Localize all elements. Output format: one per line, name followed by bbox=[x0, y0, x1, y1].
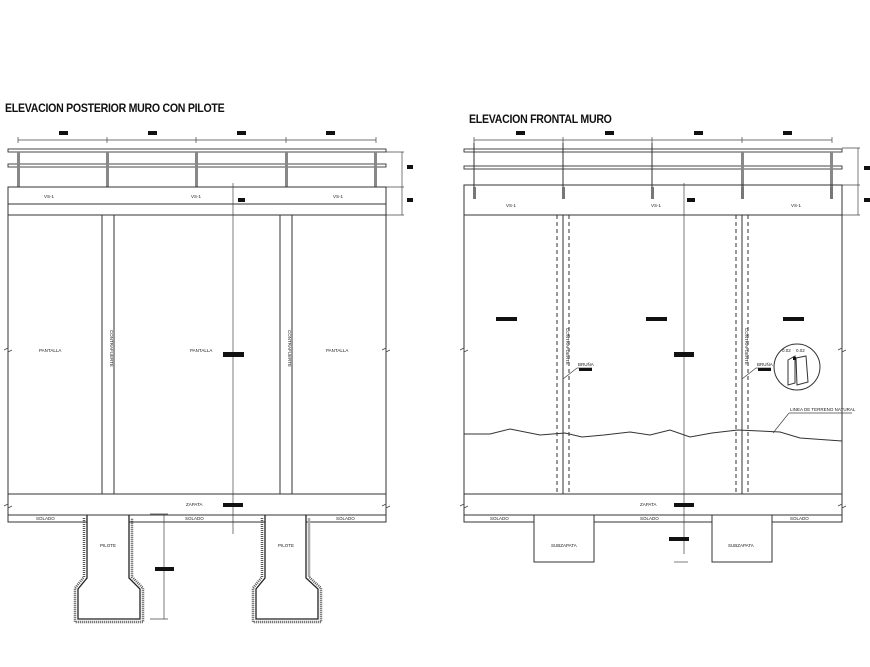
beam-label: VS-1 bbox=[791, 203, 802, 208]
left-elevation-drawing: VS-1 VS-1 VS-1 CONTRAFUERTE CONTRAFUERTE… bbox=[3, 131, 413, 624]
buttress-label: CONTRAFUERTE bbox=[744, 328, 749, 365]
left-railing bbox=[7, 148, 387, 187]
beam-label: VS-1 bbox=[506, 203, 517, 208]
groove-label: BRUÑA bbox=[757, 361, 773, 367]
solado-label: SOLADO bbox=[36, 516, 55, 521]
sub-footing-label: SUBZAPATA bbox=[728, 543, 754, 548]
sub-footing-1: SUBZAPATA bbox=[533, 514, 595, 563]
pile-label: PILOTE bbox=[278, 543, 294, 548]
sub-footing-2: SUBZAPATA bbox=[711, 514, 773, 563]
buttress-label: CONTRAFUERTE bbox=[109, 330, 114, 367]
solado-label: SOLADO bbox=[336, 516, 355, 521]
beam-label: VS-1 bbox=[651, 203, 662, 208]
panel-label: PANTALLA bbox=[190, 348, 212, 353]
right-railing bbox=[463, 143, 843, 199]
left-buttress-2: CONTRAFUERTE bbox=[279, 215, 293, 494]
buttress-label: CONTRAFUERTE bbox=[287, 330, 292, 367]
footing-label: ZAPATA bbox=[186, 502, 203, 507]
left-buttress-1: CONTRAFUERTE bbox=[101, 215, 115, 494]
footing-label: ZAPATA bbox=[640, 502, 657, 507]
buttress-label: CONTRAFUERTE bbox=[565, 328, 570, 365]
solado-label: SOLADO bbox=[490, 516, 509, 521]
beam-label: VS-1 bbox=[333, 194, 344, 199]
left-pile-1: PILOTE bbox=[73, 515, 145, 624]
beam-label: VS-1 bbox=[191, 194, 202, 199]
left-top-dimension bbox=[17, 131, 377, 143]
panel-label: PANTALLA bbox=[326, 348, 348, 353]
left-pile-2: PILOTE bbox=[251, 515, 323, 624]
panel-label: PANTALLA bbox=[39, 348, 61, 353]
groove-callout-1: BRUÑA bbox=[562, 361, 594, 380]
groove-label: BRUÑA bbox=[578, 361, 594, 367]
sub-footing-label: SUBZAPATA bbox=[551, 543, 577, 548]
beam-label: VS-1 bbox=[44, 194, 55, 199]
solado-label: SOLADO bbox=[790, 516, 809, 521]
right-top-dimension bbox=[473, 131, 833, 143]
terrain-line: LINEA DE TERRENO NATURAL bbox=[464, 407, 856, 442]
solado-label: SOLADO bbox=[640, 516, 659, 521]
pile-label: PILOTE bbox=[100, 543, 116, 548]
groove-callout-2: BRUÑA bbox=[741, 361, 773, 380]
terrain-label: LINEA DE TERRENO NATURAL bbox=[790, 407, 856, 412]
right-drawing-title: ELEVACION FRONTAL MURO bbox=[469, 114, 612, 126]
groove-detail-circle: 0.02 0.02 bbox=[773, 343, 821, 391]
right-buttress-1: CONTRAFUERTE bbox=[556, 215, 570, 494]
right-side-dimension bbox=[842, 147, 870, 216]
right-elevation-drawing: VS-1 VS-1 VS-1 CONTRAFUERTE CONTRAFUERTE bbox=[459, 131, 870, 563]
left-drawing-title: ELEVACION POSTERIOR MURO CON PILOTE bbox=[5, 103, 225, 115]
detail-dimension: 0.02 bbox=[796, 348, 805, 353]
left-side-dimension bbox=[386, 151, 413, 216]
detail-dimension: 0.02 bbox=[782, 348, 791, 353]
right-buttress-2: CONTRAFUERTE bbox=[735, 215, 749, 494]
solado-label: SOLADO bbox=[185, 516, 204, 521]
